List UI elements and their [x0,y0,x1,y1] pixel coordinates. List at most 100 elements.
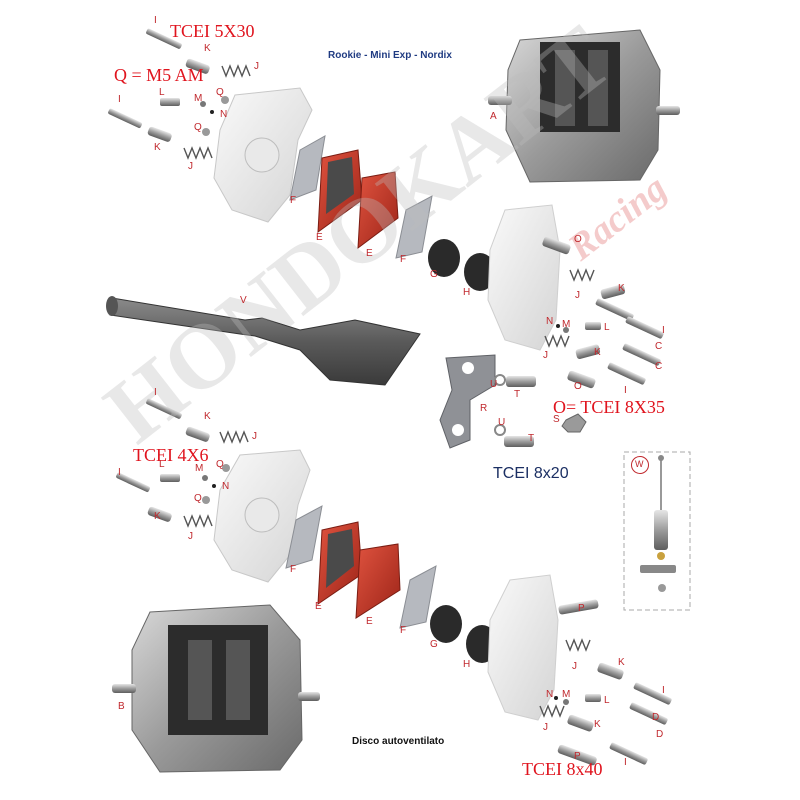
label-h: H [463,287,471,298]
label-i: I [154,387,157,398]
label-l: L [604,322,610,333]
lower-right-fittings [554,694,601,705]
note-q-top: Q = M5 AM [114,65,204,85]
label-q: Q [216,459,224,470]
label-i: I [624,757,627,768]
lower-pad-right [355,543,401,619]
label-n: N [222,481,230,492]
label-f: F [400,625,407,636]
top-shim-right [395,195,433,259]
label-d: D [656,729,664,740]
label-g: G [430,639,438,650]
label-k: K [204,43,211,54]
label-q: Q [194,493,202,504]
label-k: K [204,411,211,422]
note-t-bolt: TCEI 8x20 [493,465,569,482]
middle-right-bolts [542,236,664,389]
top-pad-right [357,171,399,250]
lower-left-caliper-half [213,449,311,583]
label-j: J [252,431,257,442]
label-i: I [662,685,665,696]
middle-right-fittings [556,322,601,333]
label-f: F [400,254,407,265]
label-k: K [594,719,601,730]
label-j: J [543,350,548,361]
label-j: J [254,61,259,72]
diagram-title: Rookie - Mini Exp - Nordix [328,50,452,61]
lower-left-fittings [160,464,230,504]
note-lower-bolt: TCEI 4X6 [133,445,209,465]
label-g: G [430,269,438,280]
label-t: T [514,389,521,400]
label-q: Q [216,87,224,98]
label-w-circle [631,456,649,474]
label-i: I [154,15,157,26]
label-l: L [159,459,165,470]
top-left-fittings [160,96,229,136]
top-left-springs [183,64,251,160]
label-h: H [463,659,471,670]
label-r: R [480,403,488,414]
label-j: J [575,290,580,301]
label-a: A [490,111,497,122]
label-u: U [498,417,506,428]
label-l: L [159,87,165,98]
label-l: L [604,695,610,706]
lower-right-springs [539,638,591,718]
middle-right-caliper-half [487,204,561,351]
label-n: N [546,689,554,700]
label-e: E [315,601,322,612]
label-j: J [188,161,193,172]
label-s: S [553,414,560,425]
top-pad-left [317,149,363,234]
label-p: P [578,603,585,614]
label-i: I [662,325,665,336]
label-k: K [618,283,625,294]
label-k: K [154,142,161,153]
note-top-bolt: TCEI 5X30 [170,21,255,41]
lower-shim-left [285,505,323,569]
label-e: E [366,616,373,627]
label-q: Q [194,122,202,133]
air-duct-v [106,296,421,386]
lower-left-bolts [116,398,210,522]
caliper-assembly-a [488,29,680,183]
lower-pistons [430,605,498,663]
label-m: M [194,93,203,104]
label-t: T [528,433,535,444]
lower-right-caliper-half [487,574,559,721]
label-w: W [635,459,644,469]
label-e: E [366,248,373,259]
label-o: O [574,381,582,392]
label-b: B [118,701,125,712]
label-i: I [624,385,627,396]
label-u: U [490,379,498,390]
label-j: J [572,661,577,672]
top-shim-left [289,135,326,201]
bracket-r [439,354,496,449]
note-o-bolt: O= TCEI 8X35 [553,397,665,417]
label-k: K [154,511,161,522]
label-f: F [290,195,297,206]
top-left-bolts [108,28,210,142]
lower-pad-left [317,521,363,605]
label-i: I [118,467,121,478]
label-f: F [290,564,297,575]
lower-left-springs [183,430,249,528]
lower-shim-right [399,565,437,629]
label-n: N [220,109,228,120]
label-n: N [546,316,554,327]
caliper-assembly-b [112,604,320,773]
label-c: C [655,361,663,372]
label-v: V [240,295,247,306]
label-k: K [594,347,601,358]
label-e: E [316,232,323,243]
bracket-hardware [494,374,587,447]
label-j: J [188,531,193,542]
kit-w-box [623,451,691,611]
top-left-caliper-half [213,87,313,223]
label-m: M [195,463,204,474]
label-c: C [655,341,663,352]
